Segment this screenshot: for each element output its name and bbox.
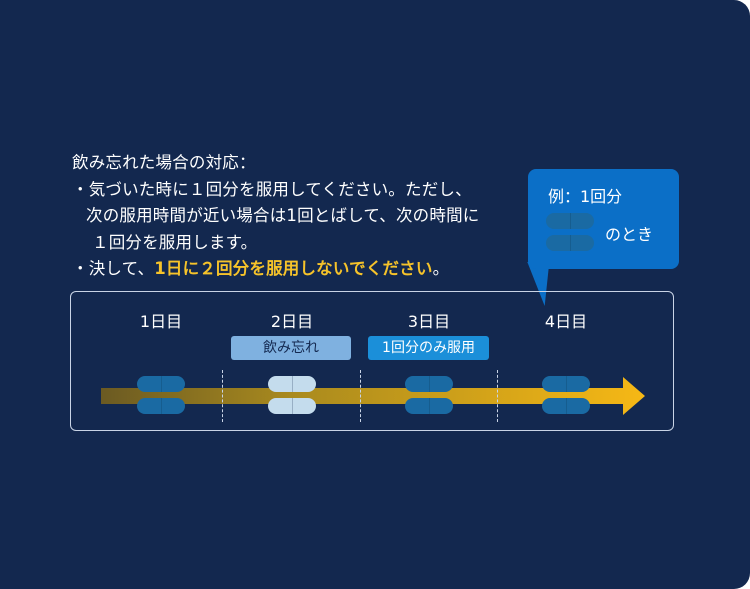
missed-capsule-icon — [268, 376, 316, 392]
day-label-2: 2日目 — [270, 312, 314, 331]
day-label-1: 1日目 — [139, 312, 183, 331]
capsule-icon — [137, 376, 185, 392]
day-divider — [360, 370, 361, 422]
day-divider — [497, 370, 498, 422]
instructions-bullet-1-line-2: 次の服用時間が近い場合は1回とばして、次の時間に — [86, 206, 480, 225]
missed-dose-instructions: 飲み忘れた場合の対応： ・気づいた時に１回分を服用してください。ただし、 次の服… — [72, 150, 479, 283]
day-2-missed-capsules — [268, 376, 316, 416]
instructions-bullet-1-line-3: １回分を服用します。 — [92, 232, 258, 252]
example-bubble: 例：1回分 のとき — [528, 169, 679, 269]
capsule-icon — [546, 213, 594, 229]
capsule-icon — [405, 398, 453, 414]
missed-dose-tag: 飲み忘れ — [231, 336, 351, 360]
capsule-pair-icon — [546, 213, 594, 253]
day-1-capsules — [137, 376, 185, 416]
example-bubble-title: 例：1回分 — [548, 187, 623, 206]
missed-capsule-icon — [268, 398, 316, 414]
instructions-bullet-2-highlight: 1日に２回分を服用しないでください — [154, 259, 433, 278]
example-bubble-note: のとき — [605, 225, 654, 244]
instructions-bullet-2-prefix: ・決して、 — [72, 259, 155, 278]
instructions-bullet-1-line-1: ・気づいた時に１回分を服用してください。ただし、 — [72, 179, 472, 199]
day-divider — [222, 370, 223, 422]
instructions-heading: 飲み忘れた場合の対応： — [72, 153, 256, 172]
day-4-capsules — [542, 376, 590, 416]
single-dose-tag: 1回分のみ服用 — [368, 336, 489, 360]
day-label-3: 3日目 — [407, 312, 451, 331]
day-3-capsules — [405, 376, 453, 416]
dosing-timeline: 1日目 2日目 3日目 4日目 飲み忘れ 1回分のみ服用 — [70, 291, 674, 431]
capsule-icon — [405, 376, 453, 392]
day-label-4: 4日目 — [544, 312, 588, 331]
capsule-icon — [542, 398, 590, 414]
instructions-bullet-2: ・決して、1日に２回分を服用しないでください。 — [72, 256, 479, 283]
timeline-arrow-icon — [101, 377, 645, 415]
capsule-icon — [542, 376, 590, 392]
capsule-icon — [546, 235, 594, 251]
capsule-icon — [137, 398, 185, 414]
instructions-bullet-2-suffix: 。 — [432, 259, 450, 278]
